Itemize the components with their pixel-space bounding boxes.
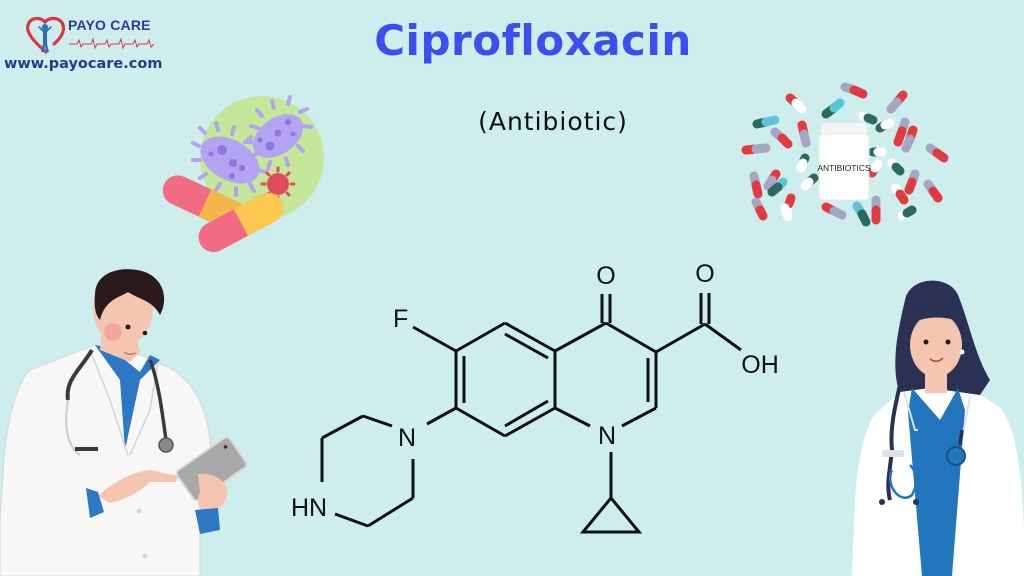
bottle-label: ANTIBIOTICS [817,163,871,173]
antibiotics-bottle-icon: ANTIBIOTICS [741,82,949,227]
brand-name: PAYO CARE [68,17,151,33]
atom-ring-nitrogen: N [598,422,616,450]
bacteria-capsules-icon [162,95,324,253]
ecg-line-icon [69,37,155,50]
page-subtitle: (Antibiotic) [478,107,628,136]
atom-piperazine-nitrogen: N [398,424,416,452]
atom-carbonyl-oxygen: O [596,262,615,290]
atom-piperazine-nh: HN [291,494,327,522]
brand-url-link[interactable]: www.payocare.com [4,56,163,72]
atom-acid-oxygen: O [695,260,714,288]
bonds [320,293,742,534]
atom-fluorine: F [393,305,408,333]
female-doctor-icon [852,280,1024,576]
person-icon [38,24,52,52]
male-doctor-tablet-icon [0,269,248,576]
logo-icon [26,16,66,54]
heart-icon [26,16,66,54]
page-title: Ciprofloxacin [374,16,692,65]
atom-hydroxyl: OH [741,351,779,379]
atom-labels: F O O OH N N HN [291,260,779,522]
